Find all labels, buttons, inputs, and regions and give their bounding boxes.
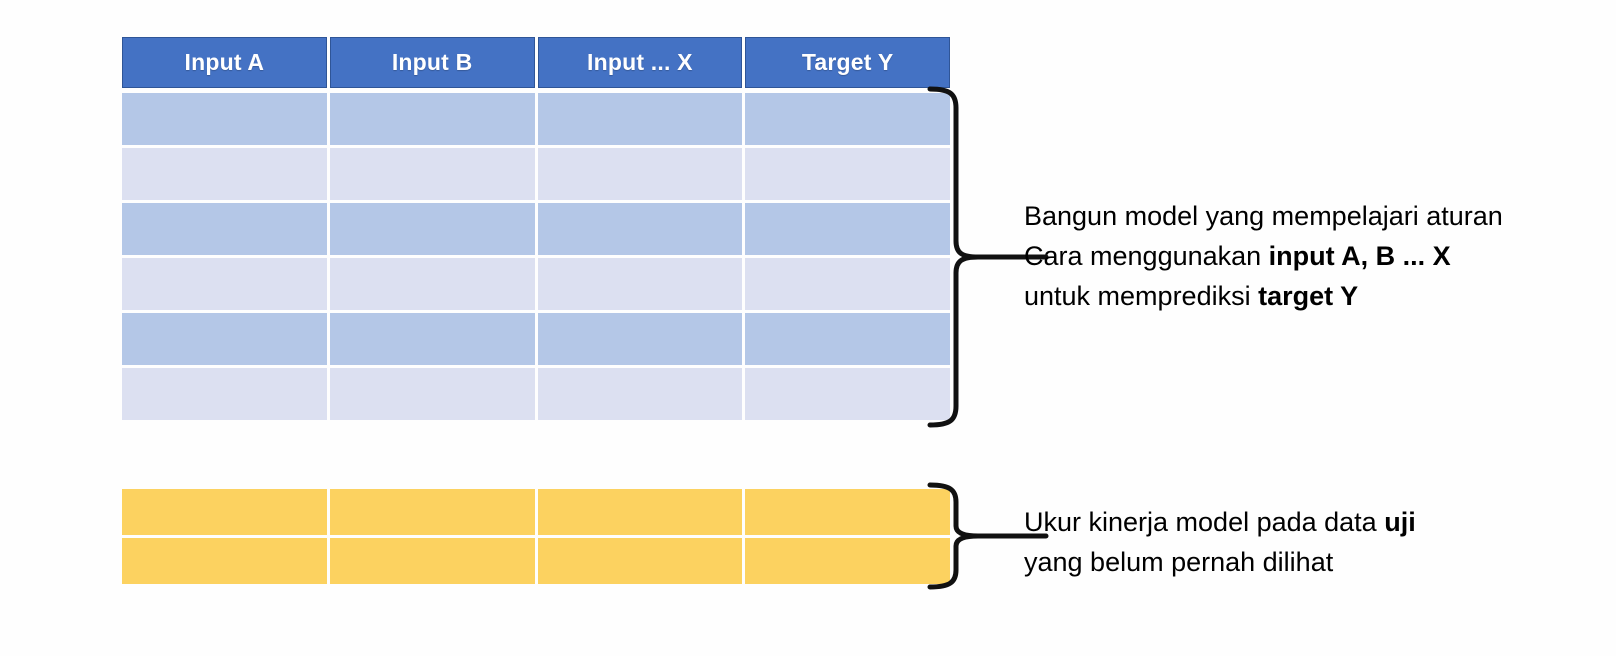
table-cell bbox=[122, 489, 327, 535]
table-cell bbox=[745, 368, 950, 420]
test-annotation-line-2-text: yang belum pernah dilihat bbox=[1024, 547, 1334, 577]
table-row bbox=[122, 258, 950, 310]
table-cell bbox=[122, 368, 327, 420]
table-row bbox=[122, 368, 950, 420]
table-cell bbox=[122, 538, 327, 584]
table-cell bbox=[329, 489, 535, 535]
train-annotation-line-2-emphasis: input A, B ... X bbox=[1268, 241, 1451, 271]
test-annotation-text: Ukur kinerja model pada data uji yang be… bbox=[1024, 502, 1416, 582]
test-brace-icon bbox=[927, 482, 1049, 590]
table-cell bbox=[745, 258, 950, 310]
training-data-table: Input A Input B Input ... X Target Y bbox=[122, 37, 950, 420]
table-cell bbox=[537, 368, 743, 420]
table-cell bbox=[745, 148, 950, 200]
table-cell bbox=[329, 258, 535, 310]
table-cell bbox=[537, 489, 743, 535]
table-row bbox=[122, 93, 950, 145]
test-annotation-line-1-emphasis: uji bbox=[1384, 507, 1416, 537]
train-annotation-line-3: untuk memprediksi target Y bbox=[1024, 276, 1503, 316]
table-cell bbox=[329, 538, 535, 584]
table-row bbox=[122, 203, 950, 255]
test-annotation-line-1-text: Ukur kinerja model pada data bbox=[1024, 507, 1385, 537]
table-cell bbox=[329, 368, 535, 420]
table-cell bbox=[537, 148, 743, 200]
train-brace-icon bbox=[927, 86, 1049, 428]
column-header-input-a: Input A bbox=[122, 37, 327, 88]
table-cell bbox=[745, 203, 950, 255]
table-row bbox=[122, 489, 950, 535]
test-annotation-line-2: yang belum pernah dilihat bbox=[1024, 542, 1416, 582]
train-annotation-text: Bangun model yang mempelajari aturan Car… bbox=[1024, 196, 1503, 316]
table-cell bbox=[537, 93, 743, 145]
train-annotation-line-3-emphasis: target Y bbox=[1258, 281, 1359, 311]
column-header-target-y: Target Y bbox=[745, 37, 950, 88]
train-annotation-line-3-text: untuk memprediksi bbox=[1024, 281, 1259, 311]
table-cell bbox=[537, 203, 743, 255]
table-cell bbox=[745, 489, 950, 535]
table-cell bbox=[329, 203, 535, 255]
table-cell bbox=[745, 93, 950, 145]
column-header-input-x: Input ... X bbox=[537, 37, 743, 88]
table-cell bbox=[122, 203, 327, 255]
table-cell bbox=[537, 538, 743, 584]
table-row bbox=[122, 313, 950, 365]
table-cell bbox=[329, 93, 535, 145]
table-row bbox=[122, 148, 950, 200]
table-cell bbox=[329, 148, 535, 200]
table-row bbox=[122, 538, 950, 584]
table-header-row: Input A Input B Input ... X Target Y bbox=[122, 37, 950, 88]
table-cell bbox=[122, 148, 327, 200]
table-cell bbox=[745, 538, 950, 584]
table-cell bbox=[122, 93, 327, 145]
test-annotation-line-1: Ukur kinerja model pada data uji bbox=[1024, 502, 1416, 542]
train-annotation-line-2: Cara menggunakan input A, B ... X bbox=[1024, 236, 1503, 276]
table-cell bbox=[122, 258, 327, 310]
table-cell bbox=[329, 313, 535, 365]
table-cell bbox=[745, 313, 950, 365]
table-cell bbox=[537, 313, 743, 365]
table-cell bbox=[122, 313, 327, 365]
table-cell bbox=[537, 258, 743, 310]
train-annotation-line-1: Bangun model yang mempelajari aturan bbox=[1024, 196, 1503, 236]
train-annotation-line-1-text: Bangun model yang mempelajari aturan bbox=[1024, 201, 1503, 231]
column-header-input-b: Input B bbox=[329, 37, 535, 88]
train-annotation-line-2-text: Cara menggunakan bbox=[1024, 241, 1269, 271]
test-data-table bbox=[122, 489, 950, 584]
